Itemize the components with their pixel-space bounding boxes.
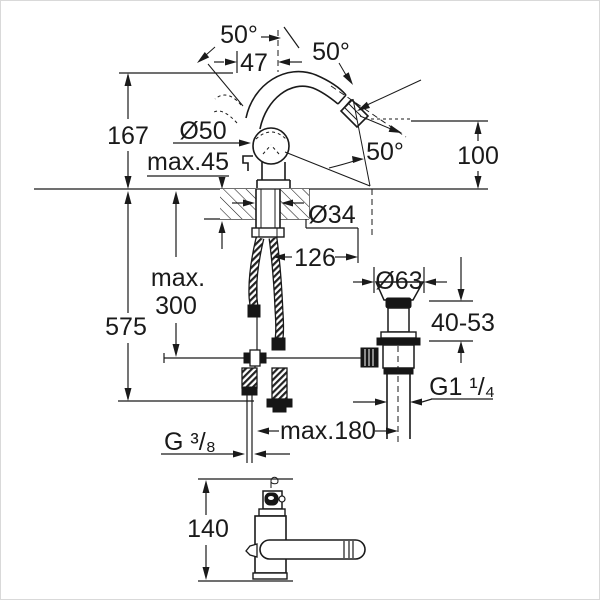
dim-supply-thread: G ³/₈ [161,428,290,458]
base-plate [256,179,291,188]
dim-handle-diameter: Ø50 [173,117,251,147]
waste-top-flange [374,281,425,301]
dim-waste-flange: Ø63 [353,267,447,295]
dim-hole-diameter: Ø34 [232,199,358,229]
rod-adjust-knob [360,347,379,368]
mixer-body [213,70,410,238]
dim-outlet-height: 100 [457,121,499,189]
countertop-section [220,189,309,219]
side-base [252,572,288,580]
body-column [261,162,286,180]
side-spout [259,539,366,560]
dim-swivel-angle: 50° [197,21,300,107]
dim-waste-range: 40-53 [429,257,495,363]
dim-spout-height: 167 [107,73,149,189]
lever-pin [242,155,253,171]
waste-range-label: 40-53 [431,309,495,337]
waste-assembly [360,281,425,445]
ghost-spout-line [213,110,238,124]
handle-ball [252,127,290,165]
handle-diameter-label: Ø50 [179,117,226,145]
side-aerator-bands [343,541,354,558]
spout-offset-label: 47 [240,49,268,77]
spout-height-label: 167 [107,122,149,150]
rod-length-label-1: max. [151,264,205,292]
dim-rod-length: max. 300 [151,191,205,357]
spout-angle-label: 50° [312,38,350,66]
dim-waste-thread: G1 ¹/₄ [353,373,495,406]
dim-spacing: max.180 [257,417,398,445]
waste-flange-label: Ø63 [375,267,422,295]
swivel-angle-label: 50° [220,21,258,49]
counter-hatch-right [280,189,309,219]
dim-hose-length: 575 [105,191,147,401]
rod-tee-joint [249,349,261,367]
mounting-shank [251,189,285,238]
spout-inner-line [259,85,339,130]
side-view: 140 [187,476,366,582]
waste-plug-knob [385,297,412,309]
nozzle [339,98,370,129]
dim-side-height: 140 [187,480,229,580]
hose-end-cap [247,304,261,318]
supply-thread-label: G ³/₈ [164,428,216,456]
outlet-angle-label: 50° [366,138,404,166]
rod-length-label-2: 300 [155,292,197,320]
side-height-label: 140 [187,515,229,543]
spacing-label: max.180 [280,417,376,445]
side-lever-head [262,490,286,510]
dim-spout-angle: 50° [312,38,422,133]
lever-tip-mark [270,476,279,488]
dim-deck-thickness: max.45 [147,148,229,249]
dim-outlet-angle: 50° [284,98,404,238]
waste-seal-ring [376,337,421,346]
dim-projection: 126 [273,228,359,272]
ghost-spout-line [214,94,242,106]
side-rear-pin [245,543,258,558]
hole-diameter-label: Ø34 [308,201,355,229]
dim-spout-offset: 47 [214,49,302,77]
hose-end-cap [271,337,286,351]
side-neck-plate [258,508,286,517]
supply-tube [246,395,253,463]
projection-label: 126 [294,244,336,272]
waste-thread-label: G1 ¹/₄ [429,373,495,401]
outlet-height-label: 100 [457,142,499,170]
hose-length-label: 575 [105,313,147,341]
deck-thickness-label: max.45 [147,148,229,176]
spout-outer-line [245,70,347,119]
